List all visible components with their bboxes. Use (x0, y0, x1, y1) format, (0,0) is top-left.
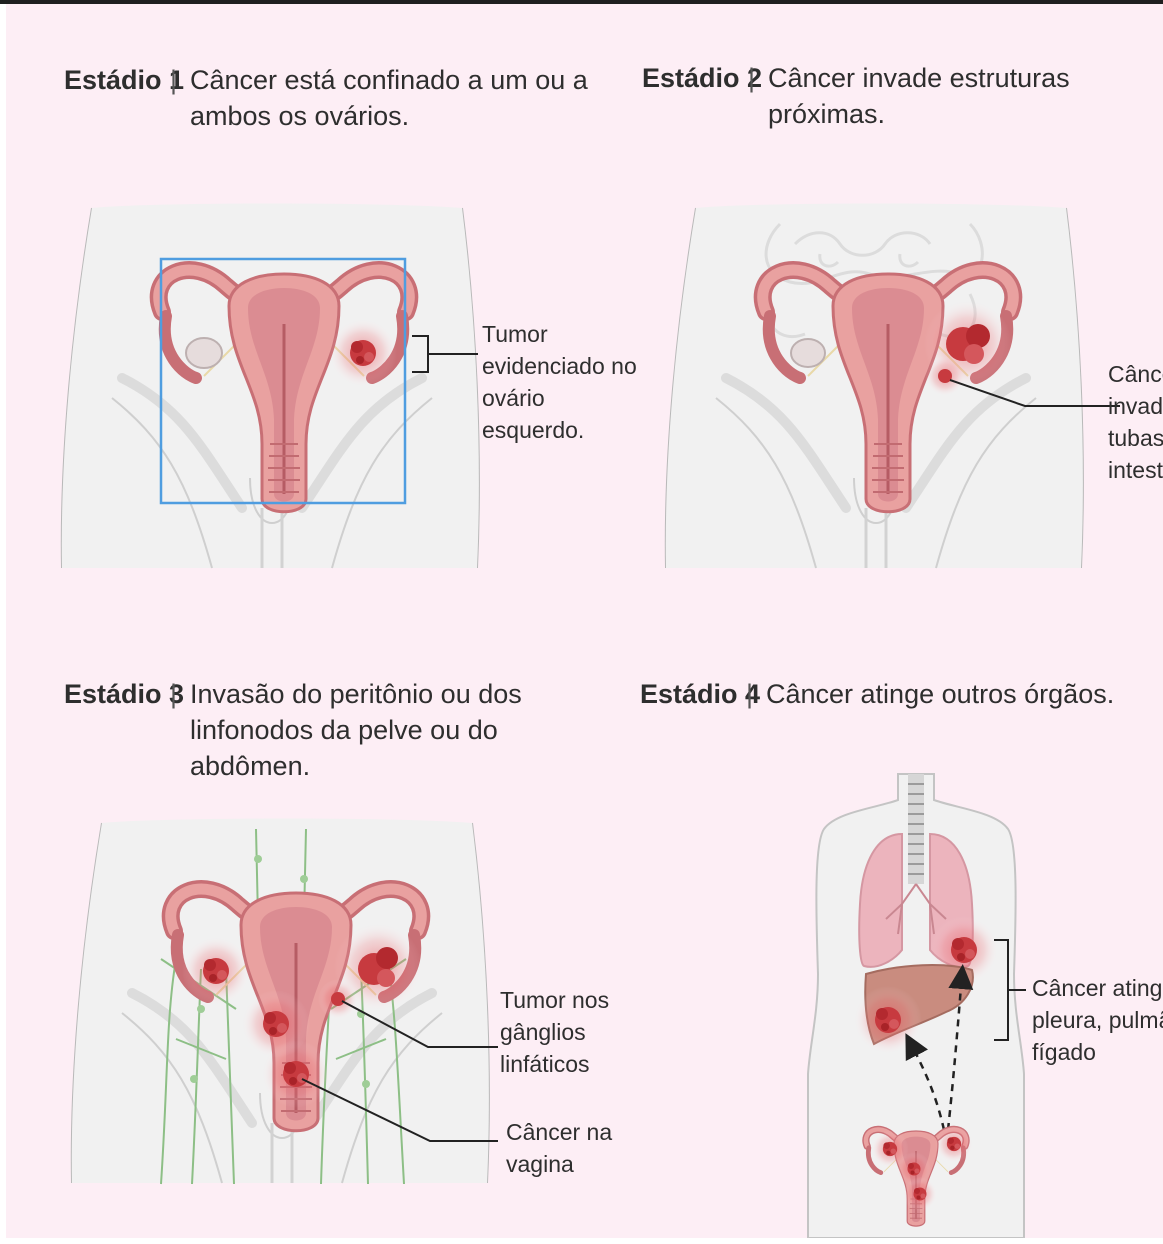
stage3-description-line: Invasão do peritônio ou dos (190, 676, 590, 712)
stage2-title: Estádio 2 (642, 60, 762, 96)
stage3-description-line: abdômen. (190, 748, 590, 784)
stage2-right-ovary (791, 339, 825, 367)
label-line: vagina (506, 1148, 656, 1180)
stage4-title: Estádio 4 (640, 676, 760, 712)
stage2-tube-tumor (925, 356, 965, 396)
stage3-lymph-label: Tumor nos gânglios linfáticos (500, 984, 650, 1080)
label-line: pleura, pulmão (1032, 1004, 1163, 1036)
stage2-invasion-label: Cânce invade tubas, intesti (1108, 358, 1163, 486)
stage3-vagina-label: Câncer na vagina (506, 1116, 656, 1180)
stage4-vagina-tumor (903, 1177, 937, 1211)
stage1-separator: | (170, 62, 177, 98)
label-line: ovário (482, 382, 652, 414)
label-line: gânglios (500, 1016, 650, 1048)
stage2-description-line: Câncer invade estruturas (768, 60, 1128, 96)
label-line: Câncer atinge (1032, 972, 1163, 1004)
stage3-illustration (106, 819, 446, 1189)
stage4-bracket (992, 936, 1032, 1046)
diagram-canvas: Estádio 1 | Câncer está confinado a um o… (6, 4, 1163, 1238)
stage1-description-line: ambos os ovários. (190, 98, 590, 134)
label-line: Tumor nos (500, 984, 650, 1016)
label-line: Tumor (482, 318, 652, 350)
label-line: fígado (1032, 1036, 1163, 1068)
label-line: intesti (1108, 454, 1163, 486)
stage4-trachea (908, 774, 924, 884)
stage3-title: Estádio 3 (64, 676, 184, 712)
stage1-description-line: Câncer está confinado a um ou a (190, 62, 590, 98)
stage3-vagina-tumor (262, 1040, 330, 1108)
label-line: linfáticos (500, 1048, 650, 1080)
stage1-illustration (86, 204, 446, 584)
stage1-right-ovary (186, 338, 222, 368)
stage1-heading: Estádio 1 | Câncer está confinado a um o… (64, 62, 584, 142)
stage2-heading: Estádio 2 | Câncer invade estruturas pró… (642, 60, 1122, 140)
stage4-organs-label: Câncer atinge pleura, pulmão fígado (1032, 972, 1163, 1068)
stage1-description: Câncer está confinado a um ou a ambos os… (190, 62, 590, 134)
label-line: esquerdo. (482, 414, 652, 446)
stage2-separator: | (748, 60, 755, 96)
stage3-description-line: linfonodos da pelve ou do (190, 712, 590, 748)
stage3-description: Invasão do peritônio ou dos linfonodos d… (190, 676, 590, 784)
stage4-separator: | (746, 676, 753, 712)
stage1-tumor-label: Tumor evidenciado no ovário esquerdo. (482, 318, 652, 446)
label-line: evidenciado no (482, 350, 652, 382)
stage1-title: Estádio 1 (64, 62, 184, 98)
stage3-lymph-tumor (318, 979, 358, 1019)
stage4-left-ovary-tumor (935, 1125, 972, 1162)
stage3-right-ovary-tumor (182, 937, 250, 1005)
stage3-heading: Estádio 3 | Invasão do peritônio ou dos … (64, 676, 584, 788)
stage2-illustration (700, 204, 1040, 584)
stage2-description-line: próximas. (768, 96, 1128, 132)
stage4-description: Câncer atinge outros órgãos. (766, 676, 1146, 712)
stage3-separator: | (170, 676, 177, 712)
stage1-ovary-tumor (329, 319, 397, 387)
label-line: Câncer na (506, 1116, 656, 1148)
label-line: invade (1108, 390, 1163, 422)
stage4-heading: Estádio 4 | Câncer atinge outros órgãos. (640, 676, 1140, 716)
stage2-description: Câncer invade estruturas próximas. (768, 60, 1128, 132)
label-line: tubas, (1108, 422, 1163, 454)
stage4-description-line: Câncer atinge outros órgãos. (766, 676, 1146, 712)
label-line: Cânce (1108, 358, 1163, 390)
